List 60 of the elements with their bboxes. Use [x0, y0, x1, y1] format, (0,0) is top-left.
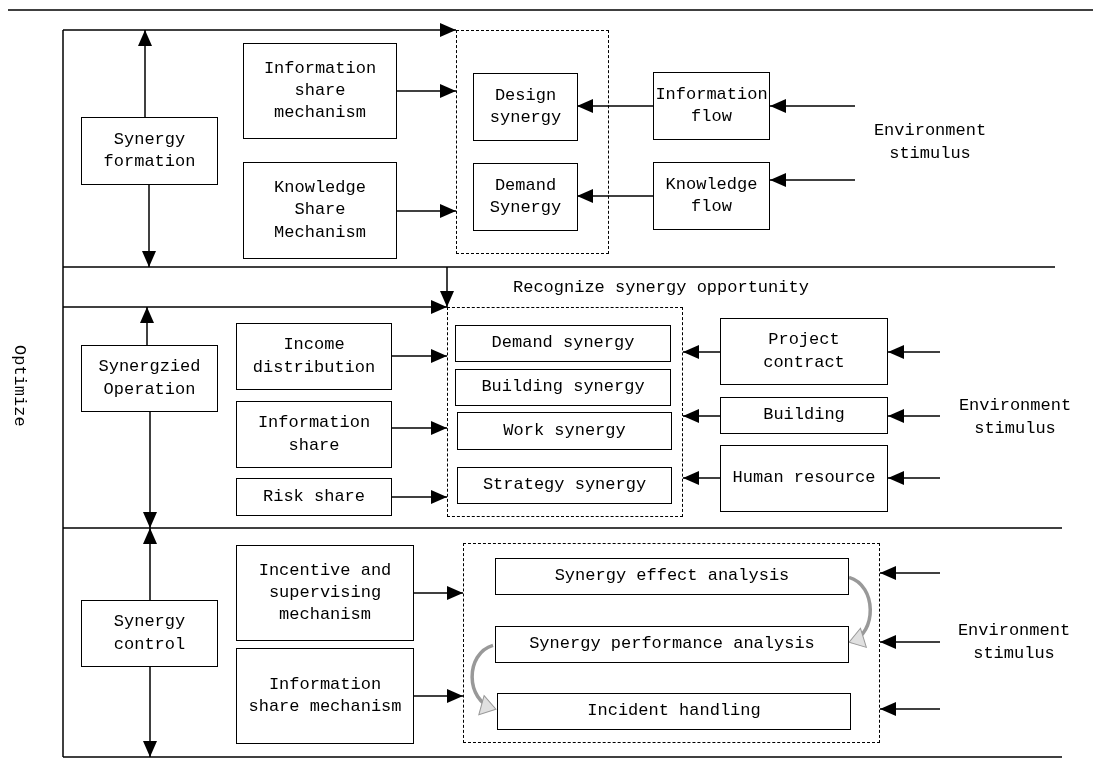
- dashed-group-box: [456, 30, 609, 254]
- arrow: [391, 349, 448, 363]
- process-box: Information share: [236, 401, 392, 468]
- arrow: [138, 29, 152, 118]
- arrow: [879, 702, 941, 716]
- process-box: Incident handling: [497, 693, 851, 730]
- process-box: Information share mechanism: [243, 43, 397, 139]
- arrow: [396, 204, 457, 218]
- arrow: [576, 189, 654, 203]
- curved-arrow: [470, 643, 497, 714]
- arrow: [62, 23, 457, 37]
- dashed-group-box: [463, 543, 880, 743]
- arrow: [887, 345, 941, 359]
- process-box: Design synergy: [473, 73, 578, 141]
- arrow: [143, 666, 157, 758]
- process-box: Income distribution: [236, 323, 392, 390]
- section-heading: Recognize synergy opportunity: [513, 278, 809, 297]
- arrow: [142, 184, 156, 268]
- process-box: Information share mechanism: [236, 648, 414, 744]
- arrow: [391, 490, 448, 504]
- process-box: Synergzied Operation: [81, 345, 218, 412]
- arrow: [879, 635, 941, 649]
- process-box: Incentive and supervising mechanism: [236, 545, 414, 641]
- process-box: Building: [720, 397, 888, 434]
- dashed-group-box: [447, 307, 683, 517]
- arrow: [440, 266, 454, 308]
- arrow: [576, 99, 654, 113]
- arrow: [391, 421, 448, 435]
- process-box: Project contract: [720, 318, 888, 385]
- process-box: Demand Synergy: [473, 163, 578, 231]
- process-box: Information flow: [653, 72, 770, 140]
- process-box: Synergy control: [81, 600, 218, 667]
- arrow: [143, 527, 157, 601]
- process-box: Risk share: [236, 478, 392, 516]
- arrow: [140, 306, 154, 346]
- arrow: [682, 471, 721, 485]
- arrow: [769, 173, 856, 187]
- arrow: [396, 84, 457, 98]
- process-box: Knowledge Share Mechanism: [243, 162, 397, 259]
- process-box: Knowledge flow: [653, 162, 770, 230]
- arrow: [682, 409, 721, 423]
- arrow: [62, 300, 448, 314]
- process-box: Strategy synergy: [457, 467, 672, 504]
- arrow: [887, 471, 941, 485]
- process-box: Synergy formation: [81, 117, 218, 185]
- arrow: [143, 411, 157, 529]
- arrow: [769, 99, 856, 113]
- process-box: Synergy performance analysis: [495, 626, 849, 663]
- side-label: Optimize: [10, 345, 29, 427]
- arrow: [413, 586, 464, 600]
- process-box: Demand synergy: [455, 325, 671, 362]
- curved-arrow: [848, 575, 872, 646]
- arrow: [887, 409, 941, 423]
- arrow: [879, 566, 941, 580]
- process-box: Building synergy: [455, 369, 671, 406]
- process-box: Synergy effect analysis: [495, 558, 849, 595]
- arrow: [682, 345, 721, 359]
- process-box: Work synergy: [457, 412, 672, 450]
- arrow: [413, 689, 464, 703]
- process-box: Human resource: [720, 445, 888, 512]
